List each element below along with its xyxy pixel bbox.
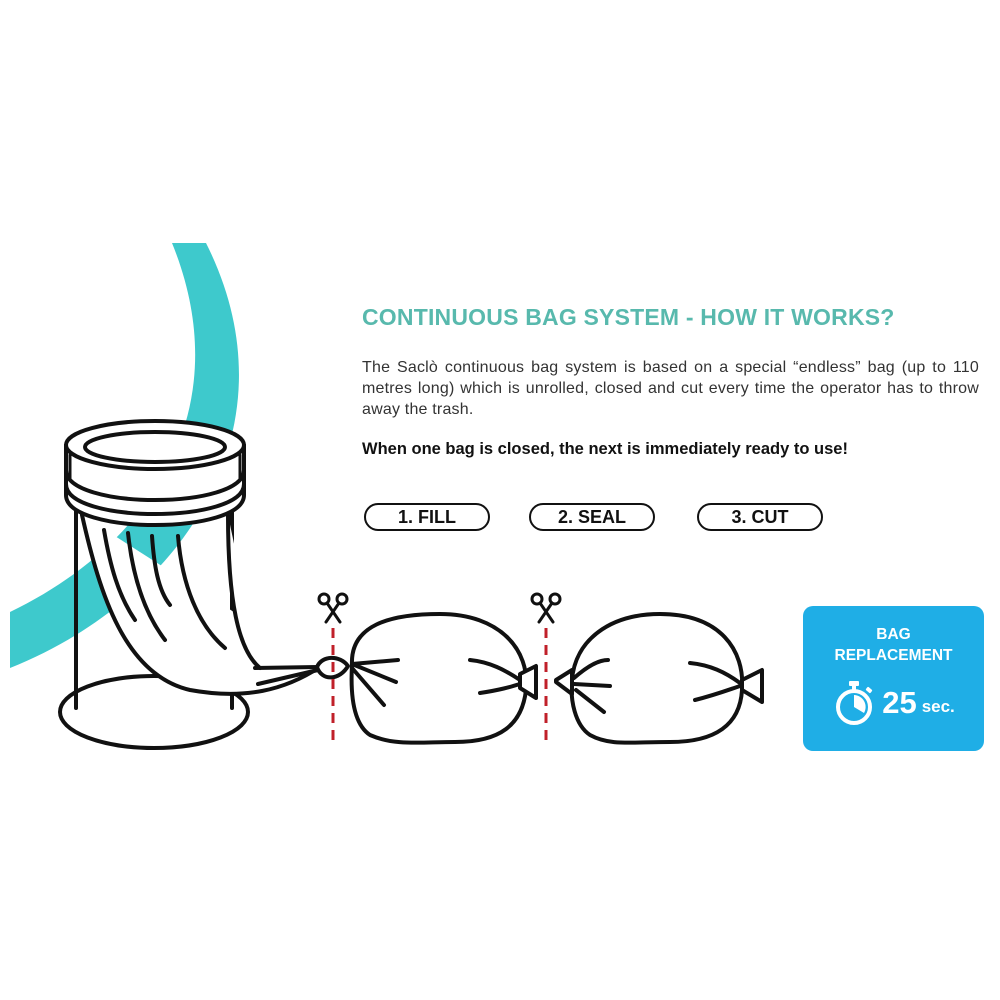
step-fill: 1. FILL bbox=[364, 503, 490, 531]
bag-replacement-badge: BAG REPLACEMENT 25 sec. bbox=[803, 606, 984, 751]
badge-time-value: 25 bbox=[882, 685, 917, 720]
badge-title-line1: BAG bbox=[876, 626, 911, 643]
tagline: When one bag is closed, the next is imme… bbox=[362, 440, 848, 458]
scissors-icon bbox=[317, 592, 349, 624]
stopwatch-icon bbox=[836, 681, 873, 725]
bin-base bbox=[58, 674, 250, 750]
bag-2 bbox=[569, 612, 745, 745]
badge-time-unit: sec. bbox=[921, 697, 955, 716]
badge-title-line2: REPLACEMENT bbox=[834, 647, 953, 664]
badge-title: BAG REPLACEMENT bbox=[803, 624, 984, 666]
bin-bag bbox=[80, 513, 322, 696]
bag-1 bbox=[349, 612, 529, 745]
page-title: CONTINUOUS BAG SYSTEM - HOW IT WORKS? bbox=[362, 304, 895, 330]
scissors-icon bbox=[530, 592, 562, 624]
step-seal: 2. SEAL bbox=[529, 503, 655, 531]
badge-time: 25 sec. bbox=[803, 680, 984, 726]
system-description: The Saclò continuous bag system is based… bbox=[362, 359, 979, 418]
step-cut: 3. CUT bbox=[697, 503, 823, 531]
